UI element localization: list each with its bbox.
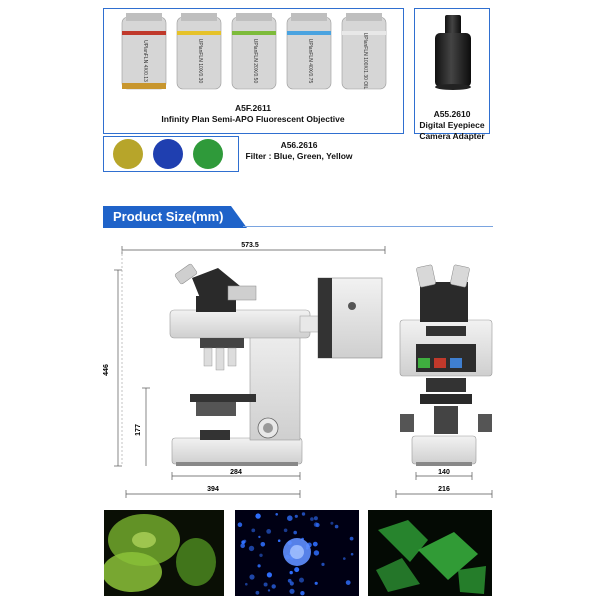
dim-front-width: 216 — [438, 486, 450, 493]
objective-label: UPlanFLN 20X/0.50 — [252, 39, 258, 84]
dim-base-depth: 284 — [230, 469, 242, 476]
objective-lens: UPlanFLN 10X/0.30 — [176, 13, 222, 90]
filter-code: A56.2616 — [280, 140, 318, 150]
objective-label: UPlanFLN 10X/0.30 — [197, 39, 203, 84]
filter-panel — [103, 136, 239, 172]
dim-overall-depth: 394 — [207, 486, 219, 493]
camera-adapter-line2: Camera Adapter — [419, 131, 485, 141]
objectives-panel: UPlanFLN 4X/0.13 UPlanFLN 10X/0.30 UPlanFL… — [103, 8, 404, 134]
fluorescence-photo-right — [368, 510, 492, 596]
product-size-banner: Product Size(mm) — [103, 206, 493, 228]
objectives-code: A5F.2611 — [235, 103, 271, 113]
dim-stage-height: 177 — [135, 424, 142, 436]
objectives-image: UPlanFLN 4X/0.13 UPlanFLN 10X/0.30 UPlanFL… — [121, 13, 387, 90]
filter-discs — [113, 139, 223, 169]
camera-adapter-image — [435, 15, 471, 90]
filter-disc — [193, 139, 223, 169]
filter-disc — [113, 139, 143, 169]
camera-adapter-code: A55.2610 — [433, 109, 471, 119]
objectives-title: Infinity Plan Semi-APO Fluorescent Objec… — [161, 114, 345, 124]
objective-label: UPlanFLN 100X/1.30 OIL — [362, 33, 368, 90]
dim-height: 446 — [103, 364, 110, 376]
front-view-microscope — [399, 264, 493, 466]
objective-lens: UPlanFLN 100X/1.30 OIL — [341, 13, 387, 90]
filter-disc — [153, 139, 183, 169]
dim-front-base: 140 — [438, 469, 450, 476]
camera-adapter-line1: Digital Eyepiece — [419, 120, 485, 130]
objective-lens: UPlanFLN 4X/0.13 — [121, 13, 167, 90]
camera-adapter-panel: A55.2610 Digital Eyepiece Camera Adapter — [414, 8, 490, 141]
objective-label: UPlanFLN 4X/0.13 — [142, 40, 148, 82]
product-size-title: Product Size(mm) — [113, 209, 224, 224]
dim-total-width: 573.5 — [241, 242, 259, 249]
objective-lens: UPlanFLN 20X/0.50 — [231, 13, 277, 90]
objective-label: UPlanFLN 40X/0.75 — [307, 39, 313, 84]
fluorescence-photo-middle — [235, 510, 359, 596]
microscope-dimension-drawing: 573.5 446 177 284 394 140 216 — [103, 242, 493, 498]
fluorescence-photo-left — [104, 510, 224, 596]
side-view-microscope — [169, 263, 383, 466]
objective-lens: UPlanFLN 40X/0.75 — [286, 13, 332, 90]
filter-label: Filter : Blue, Green, Yellow — [245, 151, 353, 161]
